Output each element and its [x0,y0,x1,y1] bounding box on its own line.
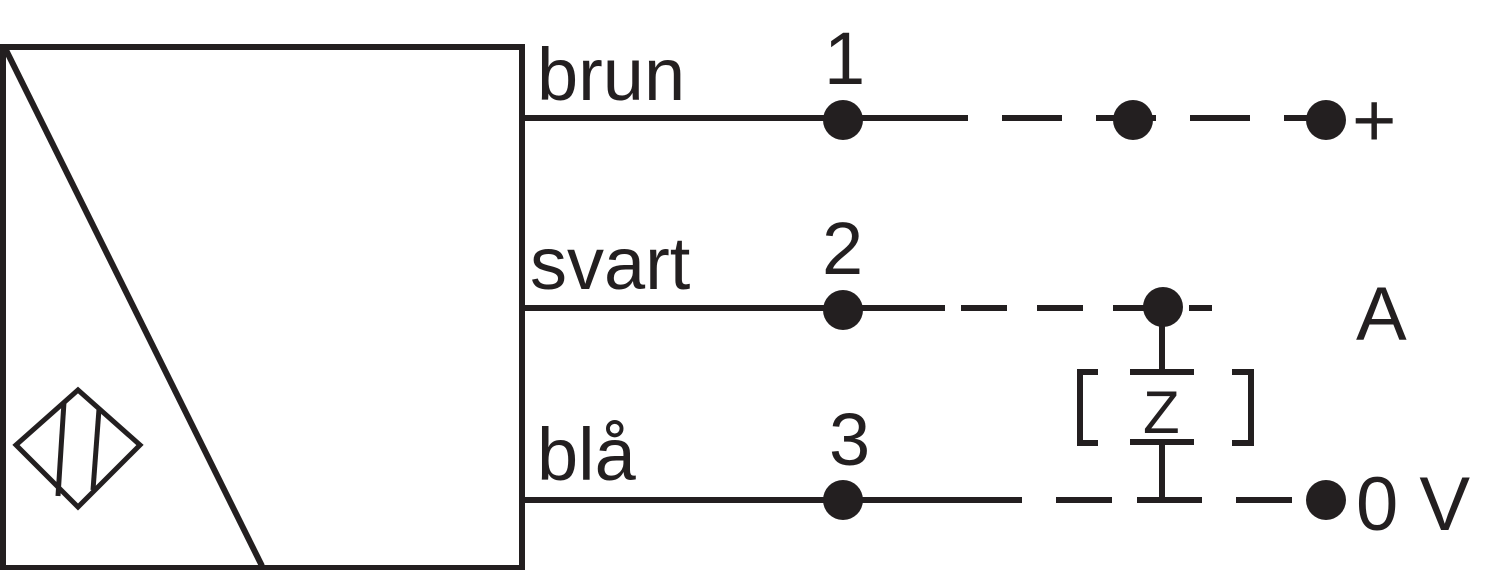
pin-2-label: 2 [822,207,863,290]
terminal-ground-dot [1306,480,1346,520]
pin-3-label: 3 [829,398,870,481]
terminal-positive-dot [1306,100,1346,140]
junction-dot-output [1143,287,1183,327]
junction-dot-positive [1113,100,1153,140]
pin-2-dot [823,290,863,330]
terminal-output-label: A [1356,272,1407,357]
sensor-housing [0,44,525,570]
wire-1-color-label: brun [537,33,685,116]
pin-3-dot [823,480,863,520]
pin-1-dot [823,100,863,140]
wire-3-color-label: blå [537,413,637,496]
terminal-ground-label: 0 V [1356,462,1470,547]
pin-1-label: 1 [824,17,865,100]
sensor-diagonal-line [3,48,265,568]
wire-2-color-label: svart [530,222,691,305]
inductive-sensor-icon [12,386,144,511]
terminal-positive-label: + [1352,78,1396,163]
load-z-label: Z [1143,379,1180,446]
